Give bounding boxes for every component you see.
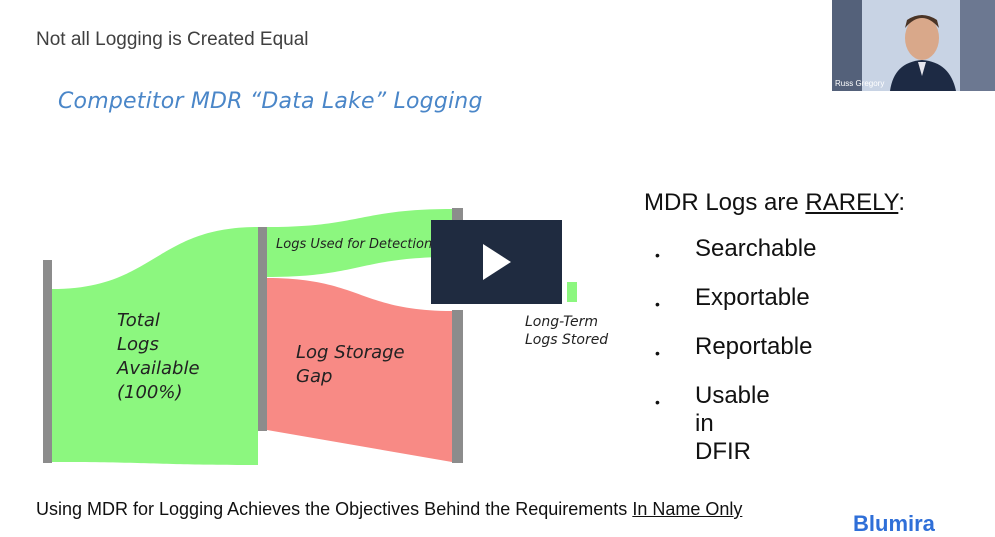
label-log-storage-gap: Log Storage Gap bbox=[296, 342, 405, 387]
bullet-icon: • bbox=[655, 247, 660, 263]
bullet-icon: • bbox=[655, 296, 660, 312]
label-total-logs: Total Logs Available (100%) bbox=[117, 310, 200, 403]
bullet-icon: • bbox=[655, 394, 660, 410]
rarely-item-text: Reportable bbox=[695, 333, 813, 360]
label-logs-used-for-detections: Logs Used for Detections bbox=[276, 237, 439, 252]
bullet-icon: • bbox=[655, 345, 660, 361]
node-bar-long-term bbox=[567, 282, 577, 302]
node-bar-middle bbox=[258, 227, 267, 431]
label-long-term-logs: Long-Term Logs Stored bbox=[525, 314, 609, 348]
presenter-video bbox=[832, 0, 995, 91]
webcam-name-label: Russ Gregory bbox=[835, 79, 885, 88]
rarely-item-text: Searchable bbox=[695, 235, 817, 262]
node-bar-total bbox=[43, 260, 52, 463]
rarely-item-text: Usable in DFIR bbox=[695, 382, 770, 465]
rarely-heading: MDR Logs are RARELY: bbox=[644, 189, 905, 217]
slide-subtitle: Competitor MDR “Data Lake” Logging bbox=[58, 89, 483, 114]
footer-emphasis: In Name Only bbox=[632, 499, 743, 519]
flow-used-to-detections bbox=[267, 209, 452, 277]
play-icon bbox=[483, 244, 511, 280]
flow-gap-to-storage bbox=[267, 278, 452, 462]
brand-logo: Blumira bbox=[853, 511, 935, 536]
flow-total-to-gap bbox=[52, 227, 258, 465]
rarely-heading-suffix: : bbox=[898, 189, 905, 216]
node-bar-gap bbox=[452, 310, 463, 463]
rarely-item-text: Exportable bbox=[695, 284, 810, 311]
slide-footer: Using MDR for Logging Achieves the Objec… bbox=[36, 499, 742, 520]
video-play-button[interactable] bbox=[431, 220, 562, 304]
webcam-thumbnail: Russ Gregory bbox=[832, 0, 995, 91]
rarely-heading-emphasis: RARELY bbox=[805, 189, 899, 216]
rarely-heading-prefix: MDR Logs are bbox=[644, 189, 806, 216]
slide-header: Not all Logging is Created Equal bbox=[36, 29, 309, 50]
footer-text: Using MDR for Logging Achieves the Objec… bbox=[36, 499, 633, 519]
